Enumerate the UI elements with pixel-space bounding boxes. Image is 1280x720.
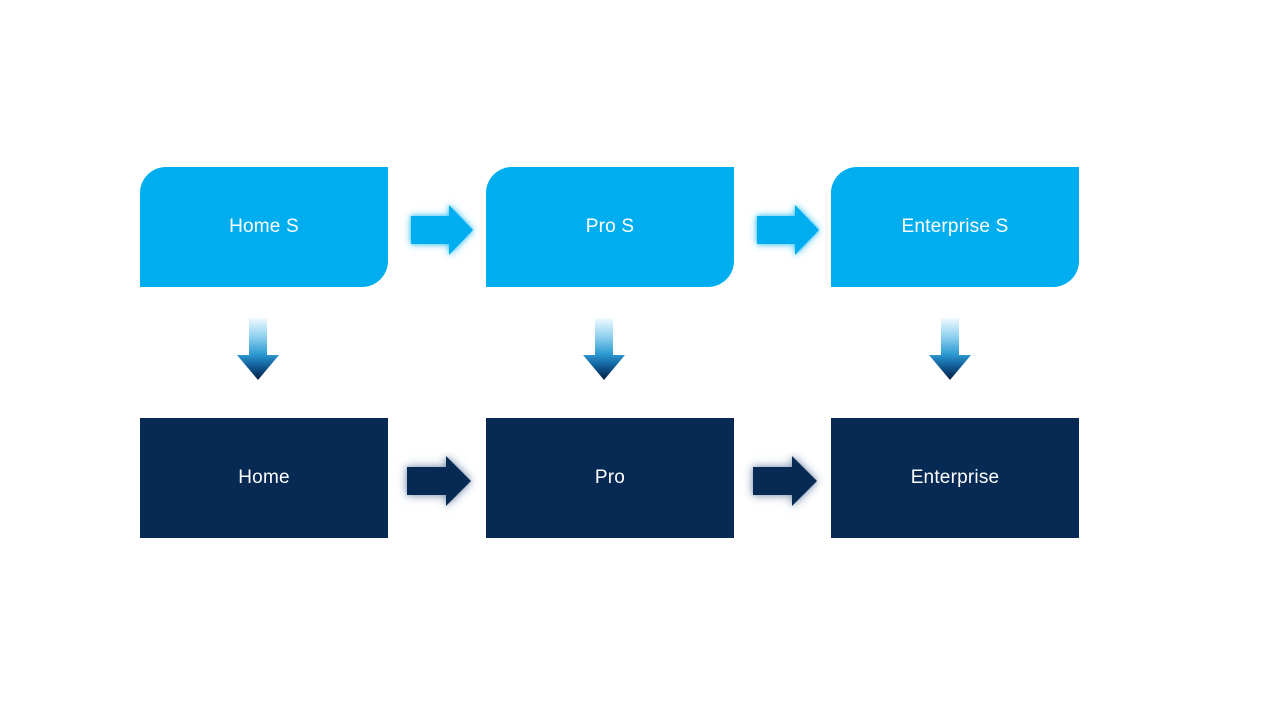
node-pro-s: Pro S: [486, 167, 734, 287]
right-arrow-icon: [411, 205, 473, 255]
right-arrow-icon: [407, 456, 471, 506]
node-label: Home: [238, 466, 290, 488]
node-label: Home S: [229, 215, 299, 237]
right-arrow-icon: [757, 205, 819, 255]
node-enterprise-s: Enterprise S: [831, 167, 1079, 287]
node-label: Enterprise: [910, 466, 1000, 488]
down-arrow-icon: [583, 318, 625, 380]
node-label: Pro: [594, 466, 626, 488]
node-home: Home: [140, 418, 388, 538]
node-home-s: Home S: [140, 167, 388, 287]
down-arrow-icon: [237, 318, 279, 380]
down-arrow-icon: [929, 318, 971, 380]
node-enterprise: Enterprise: [831, 418, 1079, 538]
node-label: Enterprise S: [901, 215, 1009, 237]
node-pro: Pro: [486, 418, 734, 538]
node-label: Pro S: [585, 215, 635, 237]
right-arrow-icon: [753, 456, 817, 506]
